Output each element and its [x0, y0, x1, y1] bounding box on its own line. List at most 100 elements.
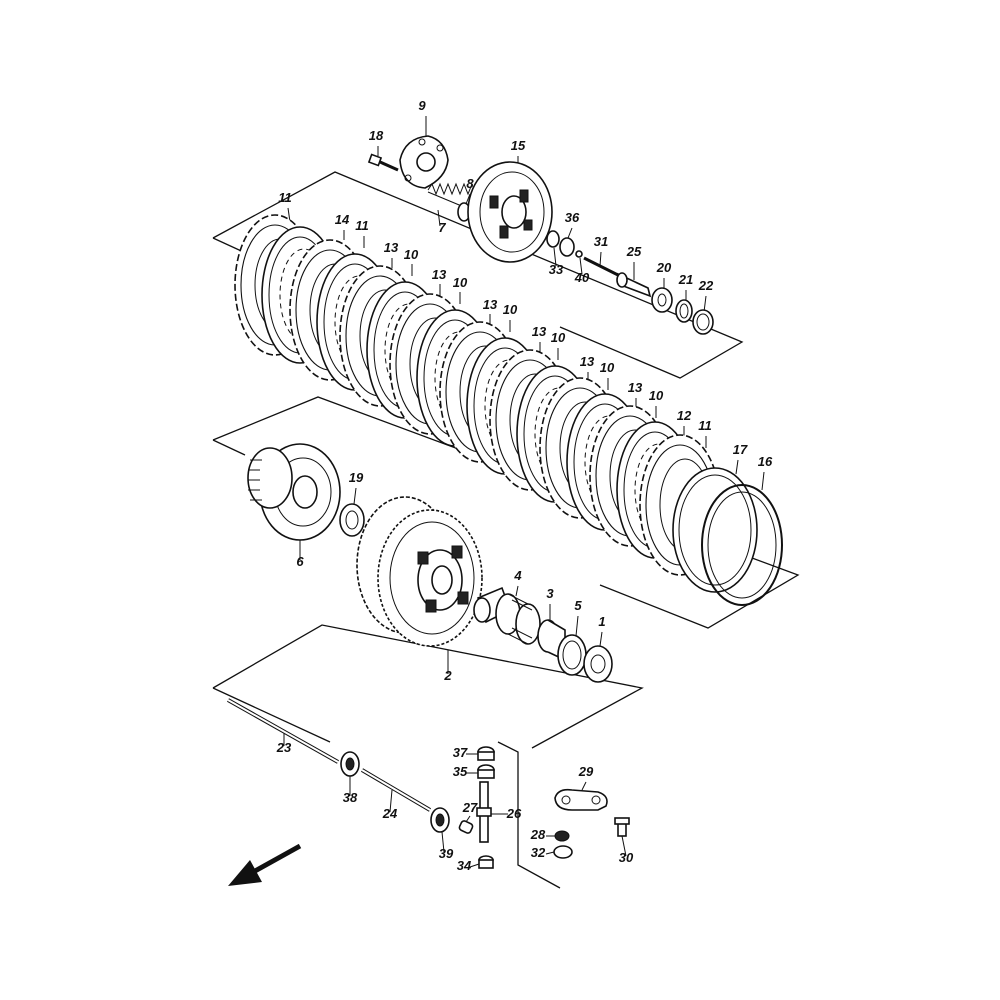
washer-part-22: [692, 309, 714, 335]
pin-part-27: [458, 820, 474, 834]
callout-p13a: 13: [384, 240, 399, 255]
callout-p9: 9: [418, 98, 426, 113]
callout-p23: 23: [276, 740, 292, 755]
callout-p24: 24: [382, 806, 398, 821]
leader-p32: [545, 851, 555, 855]
spring-washer-part-17: [672, 467, 758, 593]
bearing-part-5: [557, 634, 587, 676]
bushing-part-37: [477, 746, 495, 761]
callout-p31: 31: [594, 234, 608, 249]
callout-p11c: 11: [698, 418, 712, 433]
leader-p17: [735, 459, 739, 475]
seat-ring-part-16: [701, 484, 783, 606]
ball-part-40: [575, 250, 583, 258]
callout-p11b: 11: [355, 218, 369, 233]
washer-part-32: [553, 845, 573, 859]
clutch-housing-section-frame: [212, 624, 644, 889]
callout-p27: 27: [462, 800, 478, 815]
front-direction-arrow-icon: [228, 843, 302, 886]
washer-part-19: [339, 503, 365, 537]
leader-p34: [469, 863, 480, 868]
callout-p18: 18: [369, 128, 384, 143]
leader-p19: [353, 487, 357, 505]
leader-p5: [575, 615, 579, 637]
push-piece-part-25: [616, 272, 652, 298]
callout-p10a: 10: [404, 247, 419, 262]
callout-p35: 35: [453, 764, 468, 779]
lifter-plate-part-9: [399, 135, 449, 189]
spring-part-28: [554, 830, 570, 842]
leader-p7: [437, 209, 441, 227]
callout-p34: 34: [457, 858, 472, 873]
callout-p10d: 10: [551, 330, 566, 345]
callout-p21: 21: [678, 272, 693, 287]
callout-p39: 39: [439, 846, 454, 861]
callout-p10c: 10: [503, 302, 518, 317]
callout-p10f: 10: [649, 388, 664, 403]
release-camshaft-part-26: [476, 781, 492, 843]
callout-p6: 6: [296, 554, 304, 569]
leader-p24: [389, 789, 393, 813]
leader-p31: [599, 251, 602, 267]
callout-p30: 30: [619, 850, 634, 865]
leader-p16: [761, 471, 765, 491]
leader-lines: [283, 116, 765, 868]
oil-seal-part-38: [340, 751, 360, 777]
bearing-part-36: [559, 237, 575, 257]
push-rod-part-23: [227, 698, 339, 764]
callout-p36: 36: [565, 210, 580, 225]
leader-p36: [567, 227, 573, 239]
leader-p29: [581, 781, 587, 791]
callout-p20: 20: [656, 260, 672, 275]
pressure-plate-part-15: [467, 161, 553, 263]
callout-p11a: 11: [278, 190, 292, 205]
seal-part-35: [477, 764, 495, 779]
callout-p25: 25: [626, 244, 642, 259]
clutch-housing-part-2: [356, 496, 483, 647]
callout-p13b: 13: [432, 267, 447, 282]
callout-p40: 40: [574, 270, 590, 285]
callout-p17: 17: [733, 442, 748, 457]
rod-part-31: [583, 256, 621, 278]
callout-p13f: 13: [628, 380, 643, 395]
leader-p30: [621, 835, 627, 857]
callout-p13e: 13: [580, 354, 595, 369]
thrust-washer-part-1: [583, 645, 613, 683]
seal-part-39: [430, 807, 450, 833]
nut-part-20: [651, 287, 673, 313]
needle-bearing-part-4: [495, 593, 541, 645]
callout-p28: 28: [530, 827, 546, 842]
leader-p33: [553, 247, 557, 267]
callout-p8: 8: [466, 176, 474, 191]
callout-p2: 2: [443, 668, 452, 683]
callout-p12: 12: [677, 408, 692, 423]
callout-p13d: 13: [532, 324, 547, 339]
washer-22-hole: [696, 313, 710, 331]
leader-p39: [441, 831, 445, 853]
callout-p4: 4: [513, 568, 522, 583]
push-rod-part-24: [360, 768, 432, 812]
leader-p4: [515, 585, 519, 597]
leader-p1: [599, 631, 603, 647]
callout-p29: 29: [578, 764, 594, 779]
sleeve-hub-part-6: [247, 443, 341, 541]
callout-p16: 16: [758, 454, 773, 469]
callout-p33: 33: [549, 262, 564, 277]
callout-p7: 7: [438, 220, 446, 235]
callout-p13c: 13: [483, 297, 498, 312]
bushing-part-34: [478, 855, 494, 869]
clutch-plates-section-frame: [212, 396, 800, 629]
washer-part-21: [675, 299, 693, 323]
leader-p8: [465, 193, 471, 205]
callout-p1: 1: [598, 614, 605, 629]
bolt-part-30: [614, 817, 630, 837]
callout-p14: 14: [335, 212, 350, 227]
callout-p10e: 10: [600, 360, 615, 375]
leader-p11a: [287, 207, 291, 223]
callout-p5: 5: [574, 598, 582, 613]
callout-p26: 26: [506, 806, 522, 821]
callout-p15: 15: [511, 138, 526, 153]
callout-p19: 19: [349, 470, 364, 485]
